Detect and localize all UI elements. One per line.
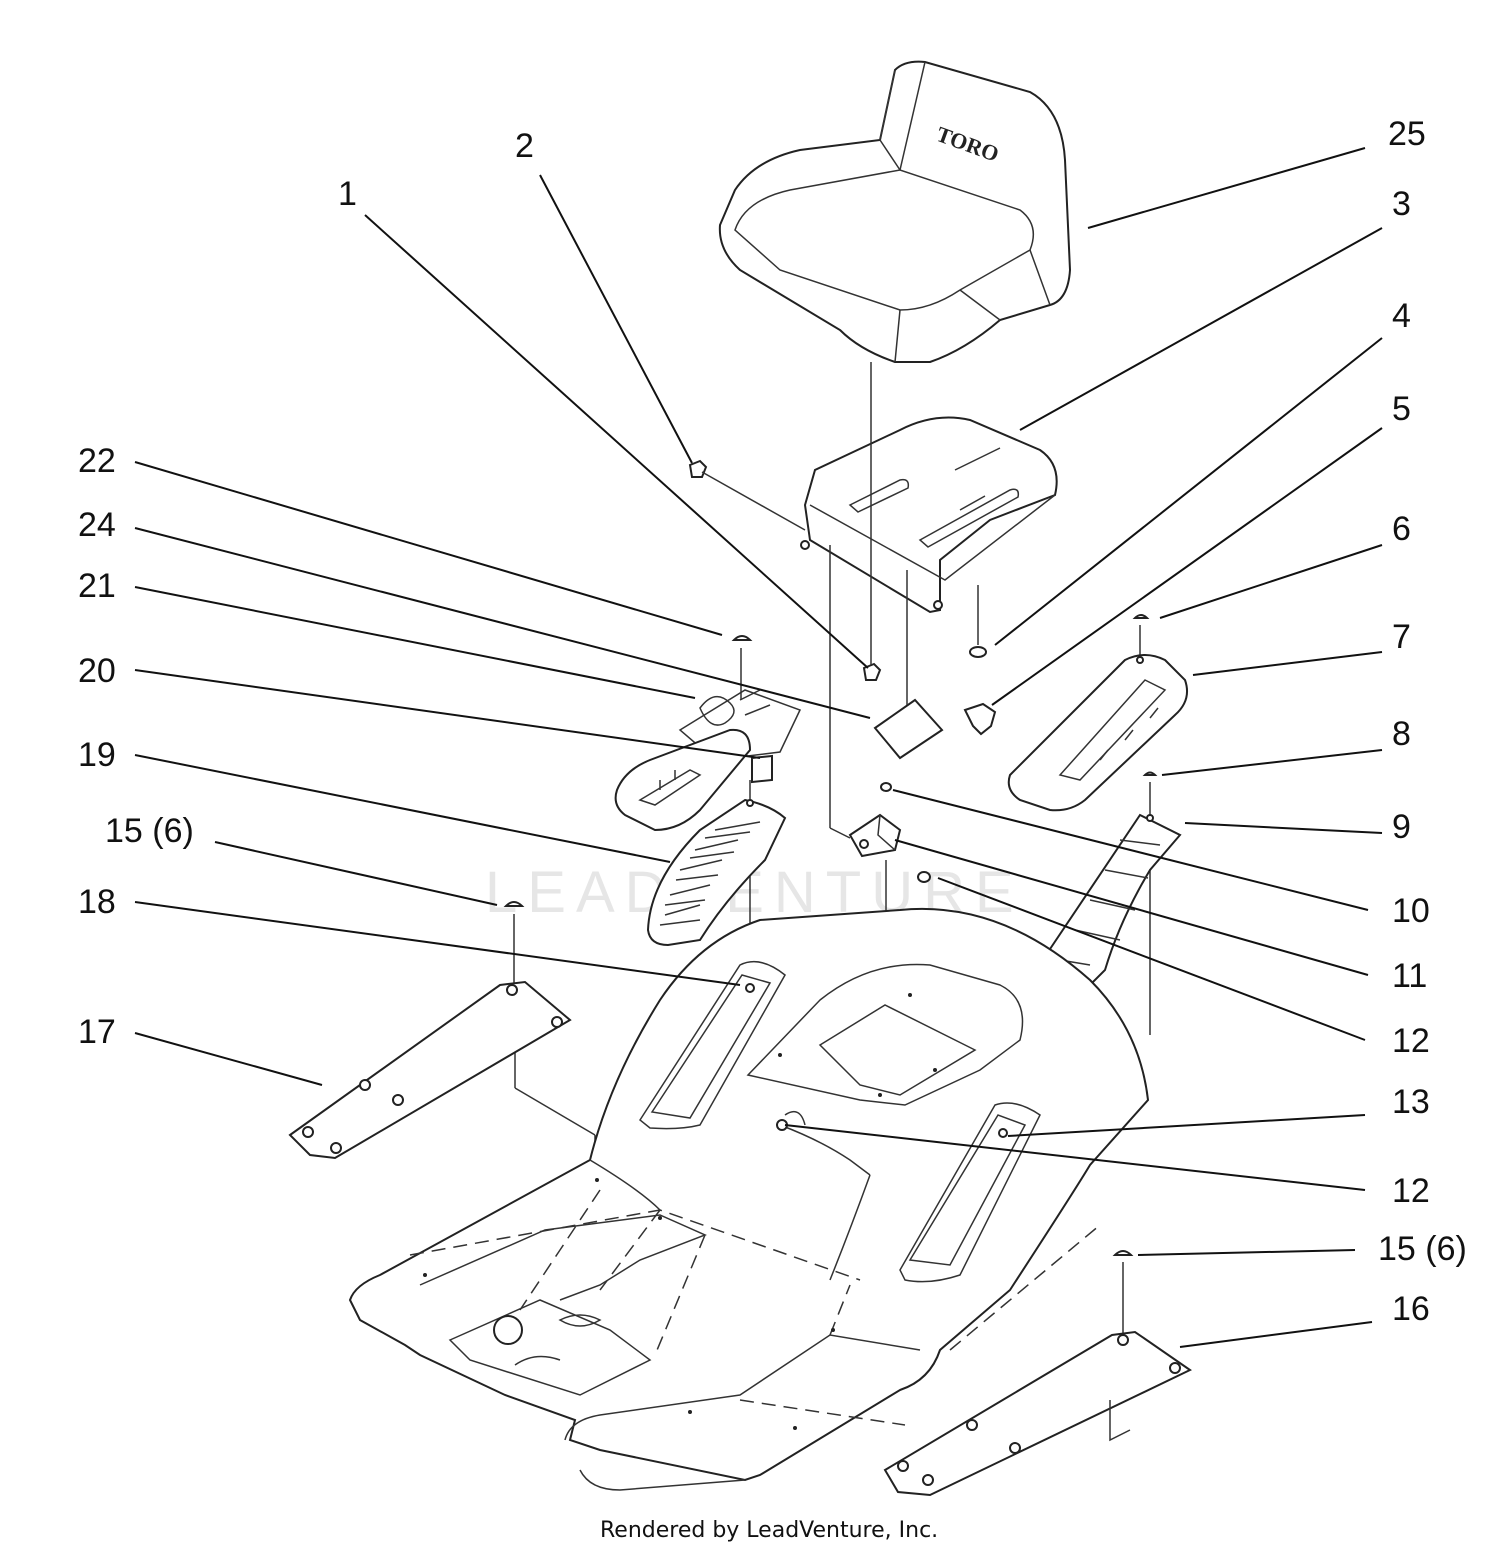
- washer-4: [969, 646, 987, 658]
- callout-1: 1: [338, 175, 357, 213]
- callout-9: 9: [1392, 808, 1411, 846]
- callout-25: 25: [1388, 115, 1426, 153]
- footer-credit: Rendered by LeadVenture, Inc.: [600, 1518, 938, 1543]
- fender-plate-right: [1007, 654, 1188, 812]
- callout-12b: 12: [1392, 1172, 1430, 1210]
- callout-11: 11: [1392, 957, 1427, 995]
- screw-15b: [1112, 1250, 1134, 1256]
- callout-19: 19: [78, 736, 116, 774]
- callout-5: 5: [1392, 390, 1411, 428]
- screw-15a: [503, 901, 525, 907]
- screw-6: [1132, 614, 1150, 619]
- callout-15b: 15 (6): [1378, 1230, 1467, 1268]
- pad-24: [873, 698, 944, 760]
- seat-pan: [800, 416, 1058, 614]
- callout-7: 7: [1392, 618, 1411, 656]
- knob-5: [963, 702, 997, 736]
- fender-pad-left: [646, 798, 787, 947]
- footrest-left: [288, 980, 572, 1160]
- callout-20: 20: [78, 652, 116, 690]
- callout-6: 6: [1392, 510, 1411, 548]
- callout-12a: 12: [1392, 1022, 1430, 1060]
- callout-24: 24: [78, 506, 116, 544]
- bolt-2: [688, 459, 708, 478]
- callout-22: 22: [78, 442, 116, 480]
- callout-10: 10: [1392, 892, 1430, 930]
- screw-8: [1142, 771, 1158, 776]
- fender-pad-right: [1046, 813, 1182, 987]
- seat: TORO: [718, 60, 1072, 363]
- screw-22: [731, 635, 753, 641]
- leader-lines: [134, 147, 1383, 1348]
- callout-17: 17: [78, 1013, 116, 1051]
- callout-8: 8: [1392, 715, 1411, 753]
- callout-3: 3: [1392, 185, 1411, 223]
- callout-16: 16: [1392, 1290, 1430, 1328]
- fender-body: [348, 907, 1150, 1491]
- callout-13: 13: [1392, 1083, 1430, 1121]
- callout-15a: 15 (6): [105, 812, 194, 850]
- callout-18: 18: [78, 883, 116, 921]
- callout-2: 2: [515, 127, 534, 165]
- nut-12: [917, 871, 931, 883]
- callout-labels: 1 2 25 3 4 5 6 7 8 9 10 11 12 13 12 15 (…: [78, 115, 1467, 1328]
- spring-10: [880, 782, 892, 792]
- footrest-right: [883, 1330, 1192, 1497]
- fender-plate-left-upper: [614, 728, 773, 832]
- callout-21: 21: [78, 567, 116, 605]
- seat-bracket: [848, 813, 902, 858]
- fasteners: [503, 459, 1158, 1256]
- callout-4: 4: [1392, 297, 1411, 335]
